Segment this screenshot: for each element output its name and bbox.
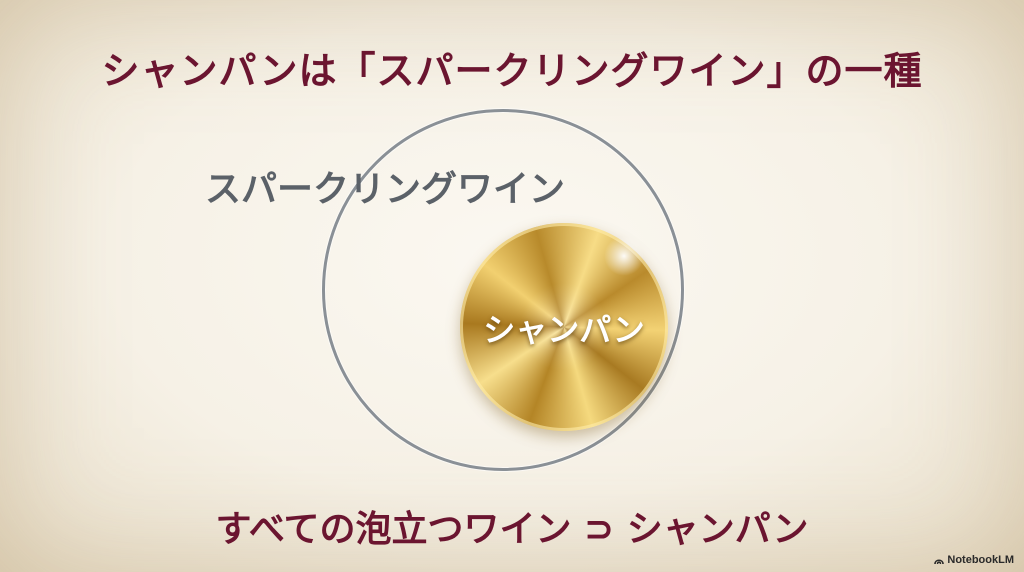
slide-title: シャンパンは「スパークリングワイン」の一種 — [101, 49, 923, 93]
sparkling-wine-circle — [322, 109, 684, 471]
notebooklm-logo-icon — [934, 559, 945, 564]
champagne-label: シャンパン — [483, 311, 645, 349]
sparkling-wine-label: スパークリングワイン — [205, 169, 566, 210]
slide-subtitle: すべての泡立つワイン ⊃ シャンパン — [215, 509, 809, 550]
watermark-text: NotebookLM — [947, 554, 1014, 566]
notebooklm-watermark: NotebookLM — [934, 554, 1014, 566]
